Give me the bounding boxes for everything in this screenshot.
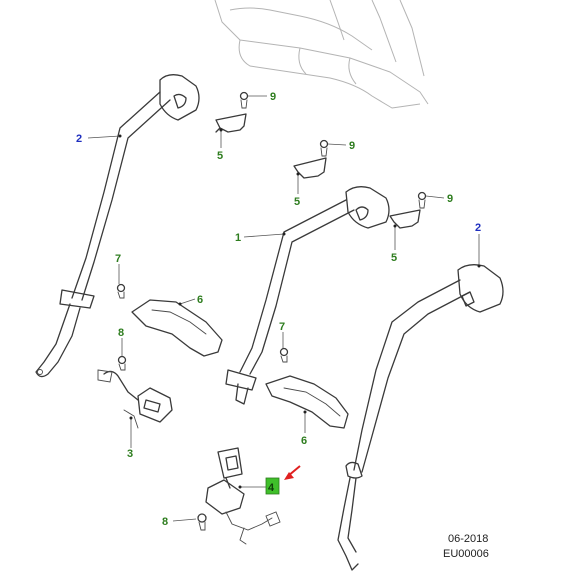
bolt-8a-part[interactable] [117, 355, 127, 371]
callout-4: 4 [268, 482, 275, 494]
buckle-left-part[interactable] [97, 369, 173, 429]
callout-6-b: 6 [301, 435, 307, 447]
callout-2-right: 2 [475, 222, 481, 234]
callout-4-highlight [265, 477, 280, 495]
callout-7-a: 7 [115, 253, 121, 265]
callout-3: 3 [127, 448, 133, 460]
leader-lines [87, 95, 481, 522]
bolt-9c-part[interactable] [417, 191, 427, 209]
callout-8-a: 8 [118, 327, 124, 339]
callout-5-b: 5 [294, 196, 300, 208]
callout-5-a: 5 [217, 150, 223, 162]
bracket-part-c[interactable] [389, 209, 421, 229]
callout-8-b: 8 [162, 516, 168, 528]
bolt-9a-part[interactable] [239, 91, 249, 109]
seat-belt-left-part[interactable] [35, 74, 200, 378]
callout-9-a: 9 [270, 91, 276, 103]
bolt-7b-part[interactable] [279, 347, 289, 363]
callout-2-left: 2 [76, 133, 82, 145]
callout-1: 1 [235, 232, 241, 244]
footer-date: 06-2018 [448, 533, 488, 545]
seat-belt-center-part[interactable] [225, 186, 390, 405]
footer-ref: EU00006 [443, 548, 489, 560]
bracket-part-b[interactable] [293, 157, 327, 179]
callout-9-b: 9 [349, 140, 355, 152]
bolt-7a-part[interactable] [116, 283, 126, 299]
bolt-9b-part[interactable] [319, 139, 329, 157]
trim-bracket-part-a[interactable] [131, 299, 223, 357]
callout-5-c: 5 [391, 252, 397, 264]
bolt-8b-part[interactable] [197, 513, 207, 531]
callout-7-b: 7 [279, 321, 285, 333]
callout-9-c: 9 [447, 193, 453, 205]
seat-belt-right-part[interactable] [337, 264, 504, 571]
trim-bracket-part-b[interactable] [265, 375, 349, 429]
highlight-arrow [284, 465, 301, 480]
buckle-center-part[interactable] [205, 447, 281, 545]
rear-seat-outline [214, 0, 429, 109]
callout-6-a: 6 [197, 294, 203, 306]
bracket-part-a[interactable] [215, 113, 247, 133]
